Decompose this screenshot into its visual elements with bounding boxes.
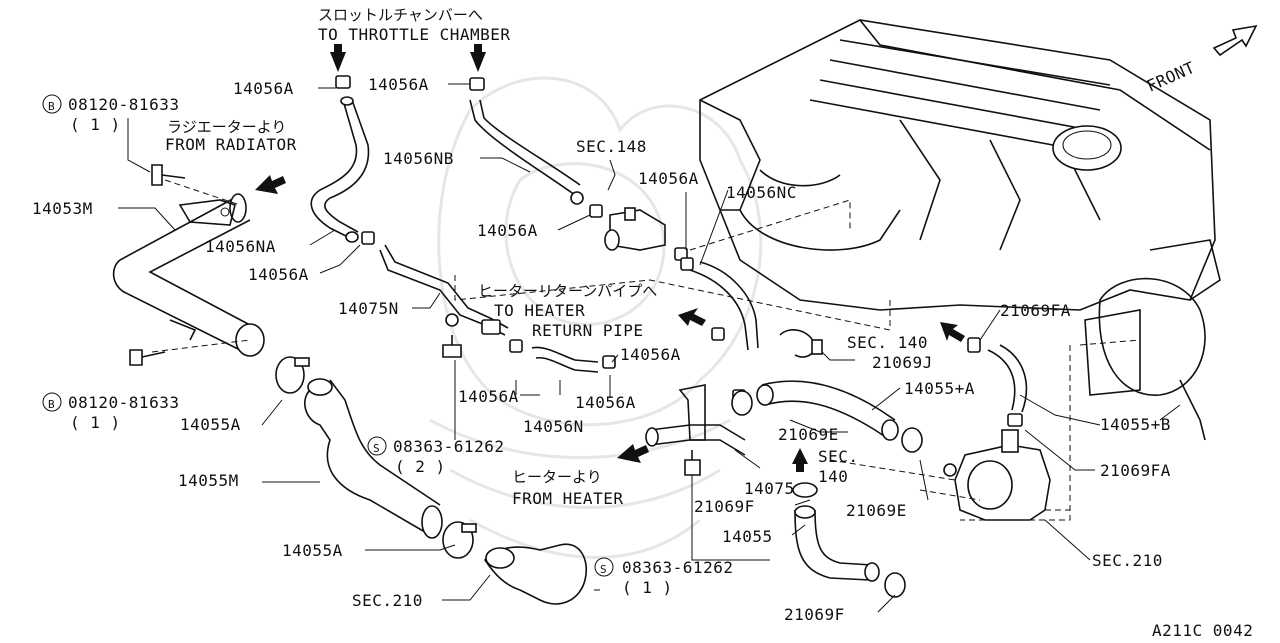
note-to-heater-jp: ヒーターリターンパイプへ <box>478 282 657 300</box>
callout-bolt-b2: 08120-81633 <box>68 393 179 412</box>
valve-sec148 <box>604 207 688 261</box>
note-from-radiator-jp: ラジエーターより <box>167 118 286 136</box>
hose-14056NC <box>680 257 759 351</box>
callout-bolt-b1: 08120-81633 <box>68 95 179 114</box>
hose-14056N <box>509 339 616 373</box>
front-label: FRONT <box>1144 58 1198 96</box>
callout-21069FA-1: 21069FA <box>1000 301 1071 320</box>
callout-bolt-s2-qty: ( 1 ) <box>622 578 673 597</box>
bolt-symbols <box>42 94 614 577</box>
callout-21069E-2: 21069E <box>846 501 907 520</box>
callout-14056N: 14056N <box>523 417 584 436</box>
callout-14056A-2: 14056A <box>368 75 429 94</box>
callout-sec210-2: SEC.210 <box>352 591 423 610</box>
pipe-14053M <box>112 193 265 357</box>
symbol-b-2: B <box>48 398 55 411</box>
callout-sec210-1: SEC.210 <box>1092 551 1163 570</box>
note-from-heater-jp: ヒーターより <box>512 468 602 486</box>
callout-14056NC: 14056NC <box>726 183 797 202</box>
callout-21069E-1: 21069E <box>778 425 839 444</box>
callout-bolt-s1-qty: ( 2 ) <box>395 457 446 476</box>
note-to-heater-en1: TO HEATER <box>494 301 585 320</box>
bolts <box>129 164 701 476</box>
symbol-s-2: S <box>600 563 607 576</box>
title-en: TO THROTTLE CHAMBER <box>318 25 511 44</box>
thermostat-housing <box>943 429 1051 521</box>
callout-bolt-s2: 08363-61262 <box>622 558 733 577</box>
callout-21069F-2: 21069F <box>784 605 845 624</box>
callout-14056A-6: 14056A <box>620 345 681 364</box>
callout-14056NA: 14056NA <box>205 237 276 256</box>
title-jp: スロットルチャンバーへ <box>318 6 483 24</box>
pipe-14075N <box>379 244 509 336</box>
callout-14075: 14075 <box>744 479 795 498</box>
callout-bolt-b2-qty: ( 1 ) <box>70 413 121 432</box>
callout-sec140-2a: SEC. <box>818 447 859 466</box>
callout-14056A-5: 14056A <box>248 265 309 284</box>
callout-14055: 14055 <box>722 527 773 546</box>
callout-sec140-1: SEC. 140 <box>847 333 928 352</box>
callout-14056NB: 14056NB <box>383 149 454 168</box>
reference-lines <box>151 179 1141 591</box>
note-to-heater-en2: RETURN PIPE <box>532 321 643 340</box>
symbol-b-1: B <box>48 100 55 113</box>
callout-14055A-1: 14055A <box>180 415 241 434</box>
note-from-radiator-en: FROM RADIATOR <box>165 135 297 154</box>
callout-sec148: SEC.148 <box>576 137 647 156</box>
hose-14055 <box>792 482 906 598</box>
callout-14056A-1: 14056A <box>233 79 294 98</box>
callout-14055pA: 14055+A <box>904 379 975 398</box>
callout-14056A-3: 14056A <box>638 169 699 188</box>
callout-21069F-1: 21069F <box>694 497 755 516</box>
callout-bolt-s1: 08363-61262 <box>393 437 504 456</box>
callout-14055M: 14055M <box>178 471 239 490</box>
figure-code: A211C 0042 <box>1152 621 1253 639</box>
callout-sec140-2b: 140 <box>818 467 848 486</box>
callout-14056A-7: 14056A <box>458 387 519 406</box>
callout-21069J: 21069J <box>872 353 933 372</box>
engine-block <box>699 19 1221 311</box>
water-pump <box>1084 277 1206 441</box>
flow-arrows <box>255 44 965 472</box>
water-outlet <box>483 543 587 605</box>
callout-14055pB: 14055+B <box>1100 415 1171 434</box>
callout-14053M: 14053M <box>32 199 93 218</box>
hose-14056NB <box>469 77 603 218</box>
clamps-14055A <box>275 356 477 559</box>
hose-14055pB <box>967 337 1028 427</box>
callout-21069FA-2: 21069FA <box>1100 461 1171 480</box>
clamp-21069J <box>779 329 823 358</box>
hose-14055pA <box>731 380 923 453</box>
symbol-s-1: S <box>373 442 380 455</box>
front-arrow-icon <box>1212 24 1258 57</box>
callout-14056A-4: 14056A <box>477 221 538 240</box>
pipe-14075 <box>645 384 746 456</box>
note-from-heater-en: FROM HEATER <box>512 489 623 508</box>
callout-14056A-8: 14056A <box>575 393 636 412</box>
callout-14055A-2: 14055A <box>282 541 343 560</box>
hose-14055M <box>304 378 443 539</box>
hose-14056NA <box>310 75 375 245</box>
callout-14075N: 14075N <box>338 299 399 318</box>
leader-lines <box>118 83 1181 613</box>
callout-bolt-b1-qty: ( 1 ) <box>70 115 121 134</box>
